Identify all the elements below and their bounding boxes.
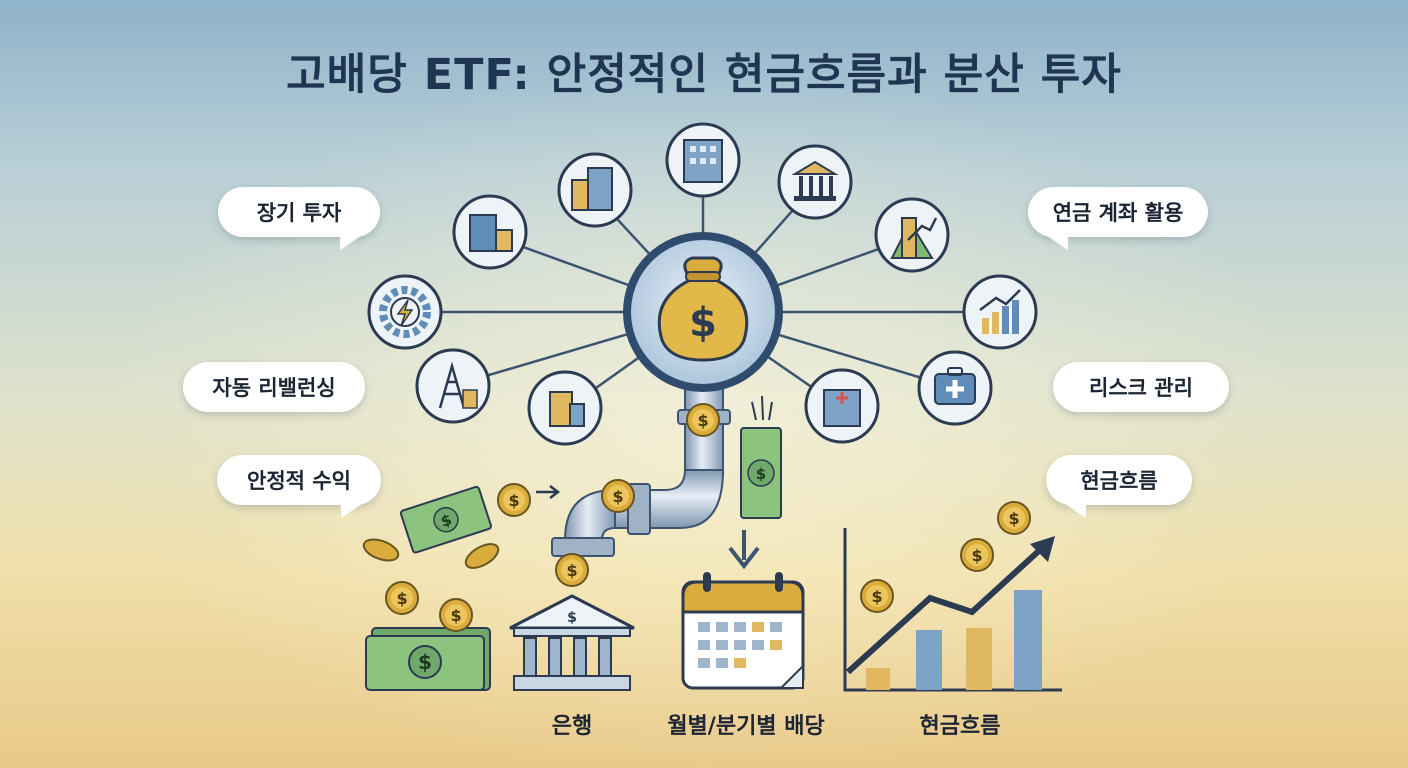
caption-bank: 은행: [551, 714, 593, 739]
oil-rig-icon: [415, 348, 491, 424]
caption-dividend: 월별/분기별 배당: [667, 714, 825, 739]
medical-kit-icon: [917, 350, 993, 426]
coin-icon: [497, 483, 531, 517]
bubble-cashflow: 현금흐름: [1046, 455, 1192, 505]
mountain-growth-icon: [874, 197, 950, 273]
skyscraper-icon: [665, 122, 741, 198]
coin-icon: [601, 479, 635, 513]
growth-chart-icon: [843, 528, 1062, 692]
coin-icon: [555, 553, 589, 587]
factory-icon: [527, 370, 603, 446]
page-title: 고배당 ETF: 안정적인 현금흐름과 분산 투자: [286, 50, 1122, 100]
falling-banknote-icon: $: [740, 395, 782, 519]
flying-banknote-icon: $: [399, 485, 492, 554]
caption-cashflow: 현금흐름: [919, 714, 1001, 739]
svg-text:$: $: [756, 465, 766, 483]
coin-icon: [860, 579, 894, 613]
bubble-long-term-investing: 장기 투자: [218, 187, 380, 237]
svg-text:$: $: [418, 650, 432, 674]
coin-icon: [686, 403, 720, 437]
hospital-icon: [804, 368, 880, 444]
coin-icon: [385, 581, 419, 615]
bank-building-icon: [777, 144, 853, 220]
bubble-stable-return: 안정적 수익: [217, 455, 381, 505]
city-tower-icon: [557, 152, 633, 228]
arrow-right-icon: [536, 485, 561, 499]
cash-stack-icon: $: [365, 627, 491, 691]
svg-text:$: $: [567, 610, 577, 626]
bubble-auto-rebalancing: 자동 리밸런싱: [183, 362, 365, 412]
bubble-pension-account: 연금 계좌 활용: [1028, 187, 1208, 237]
gear-bolt-icon: [367, 274, 443, 350]
coin-icon: [362, 538, 400, 562]
coin-icon: [439, 598, 473, 632]
coin-icon: [997, 501, 1031, 535]
svg-text:$: $: [689, 300, 717, 346]
office-building-icon: [452, 194, 528, 270]
rising-bar-chart-icon: [962, 274, 1038, 350]
calendar-icon: [681, 572, 805, 690]
bubble-risk-management: 리스크 관리: [1053, 362, 1229, 412]
money-bag-icon: $: [623, 232, 783, 392]
arrow-down-icon: [728, 530, 760, 570]
coin-icon: [960, 538, 994, 572]
coin-icon: [464, 543, 500, 569]
bank-icon: $: [509, 594, 635, 691]
